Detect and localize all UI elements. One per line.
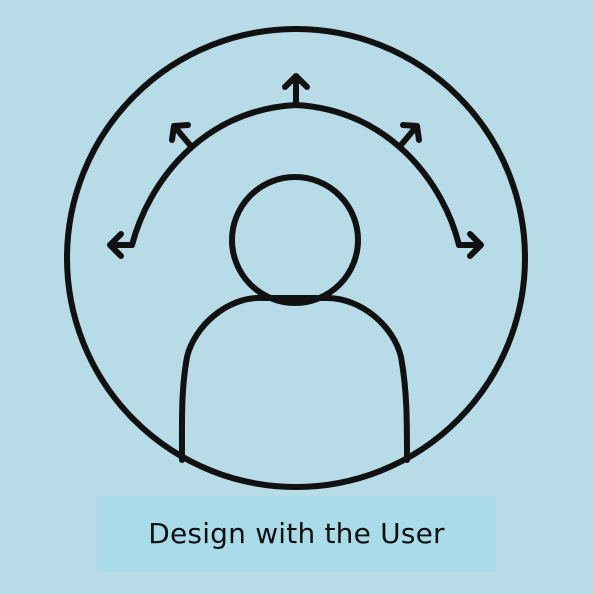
upper-left-arrow — [169, 122, 193, 148]
user-body — [178, 294, 410, 463]
caption-text: Design with the User — [148, 517, 445, 550]
top-arrow — [282, 73, 310, 108]
right-arrow — [456, 231, 484, 259]
upper-right-arrow — [398, 122, 422, 148]
outer-circle — [64, 26, 528, 490]
caption-banner: Design with the User — [97, 496, 496, 572]
left-arrow — [107, 231, 135, 259]
user-head — [229, 174, 361, 306]
